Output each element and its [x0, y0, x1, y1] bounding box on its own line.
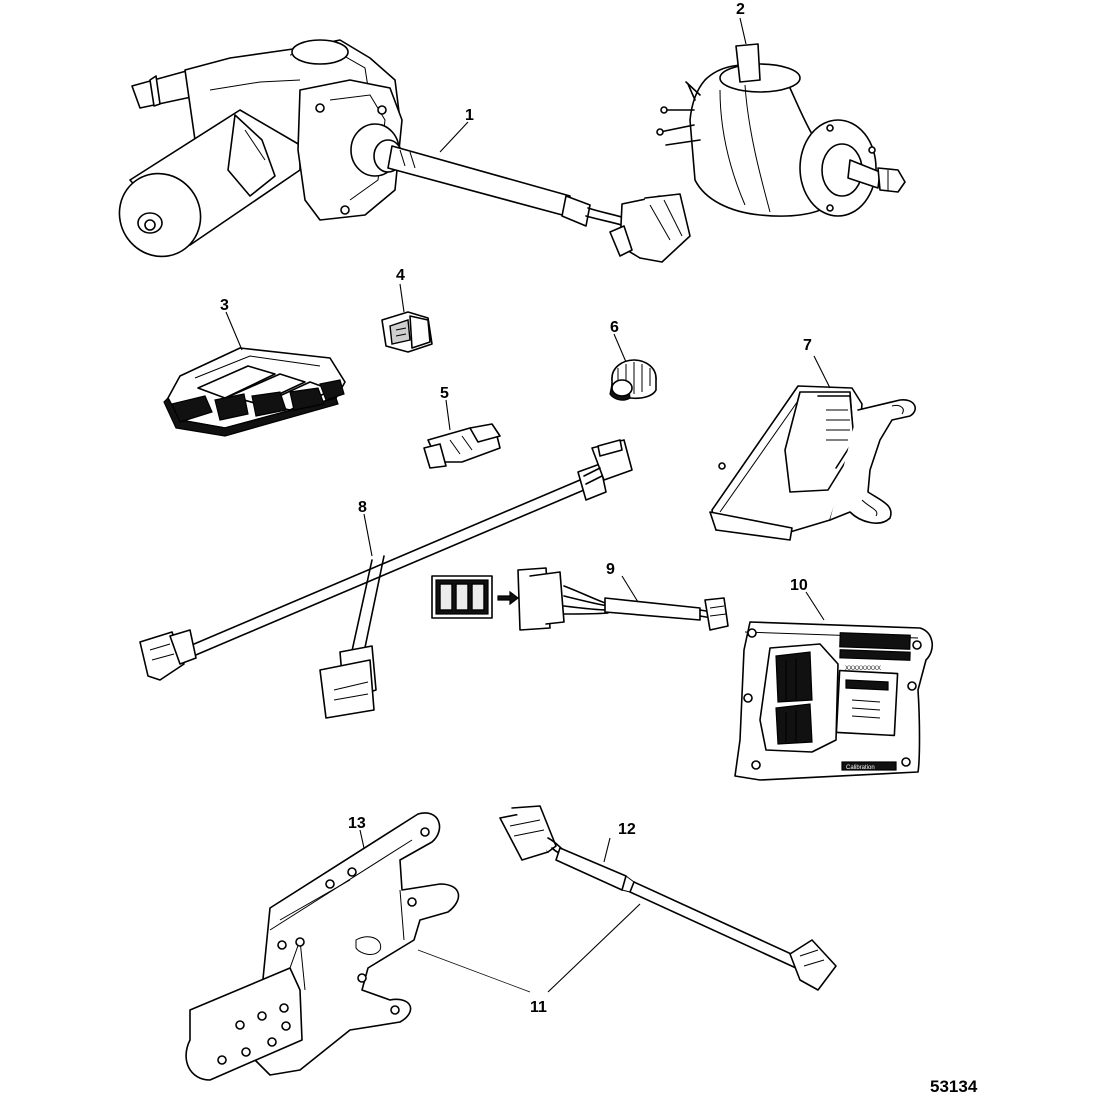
part-switch-panel — [163, 347, 346, 437]
part-harness-decal — [431, 567, 729, 631]
part-harness-y — [139, 439, 633, 719]
callout-7: 7 — [803, 337, 812, 354]
part-connector-small — [381, 311, 433, 353]
callout-5: 5 — [440, 385, 449, 402]
figure-number: 53134 — [930, 1077, 978, 1096]
callout-2: 2 — [736, 1, 745, 18]
callout-3: 3 — [220, 297, 229, 314]
part-harness-long — [499, 805, 837, 991]
part-steering-column-motor — [118, 39, 691, 263]
part-ecu-module: XXXXXXXXX Calibration — [734, 621, 933, 781]
callout-6: 6 — [610, 319, 619, 336]
callout-13: 13 — [348, 815, 366, 832]
part-mounting-bracket — [185, 812, 460, 1081]
callout-9: 9 — [606, 561, 615, 578]
callout-8: 8 — [358, 499, 367, 516]
ecu-serial-text: XXXXXXXXX — [845, 666, 881, 672]
callout-4: 4 — [396, 267, 405, 284]
callout-12: 12 — [618, 821, 636, 838]
callout-labels: 1 2 3 4 5 6 7 8 9 10 11 12 13 — [220, 1, 812, 1016]
part-steering-actuator — [656, 43, 906, 217]
callout-10: 10 — [790, 577, 808, 594]
leader-lines — [225, 17, 831, 993]
part-connector-inline — [423, 423, 501, 469]
callout-1: 1 — [465, 107, 474, 124]
part-knob — [609, 359, 657, 401]
callout-11: 11 — [530, 999, 547, 1016]
part-control-module — [709, 385, 916, 541]
ecu-bottom-label: Calibration — [846, 765, 875, 771]
